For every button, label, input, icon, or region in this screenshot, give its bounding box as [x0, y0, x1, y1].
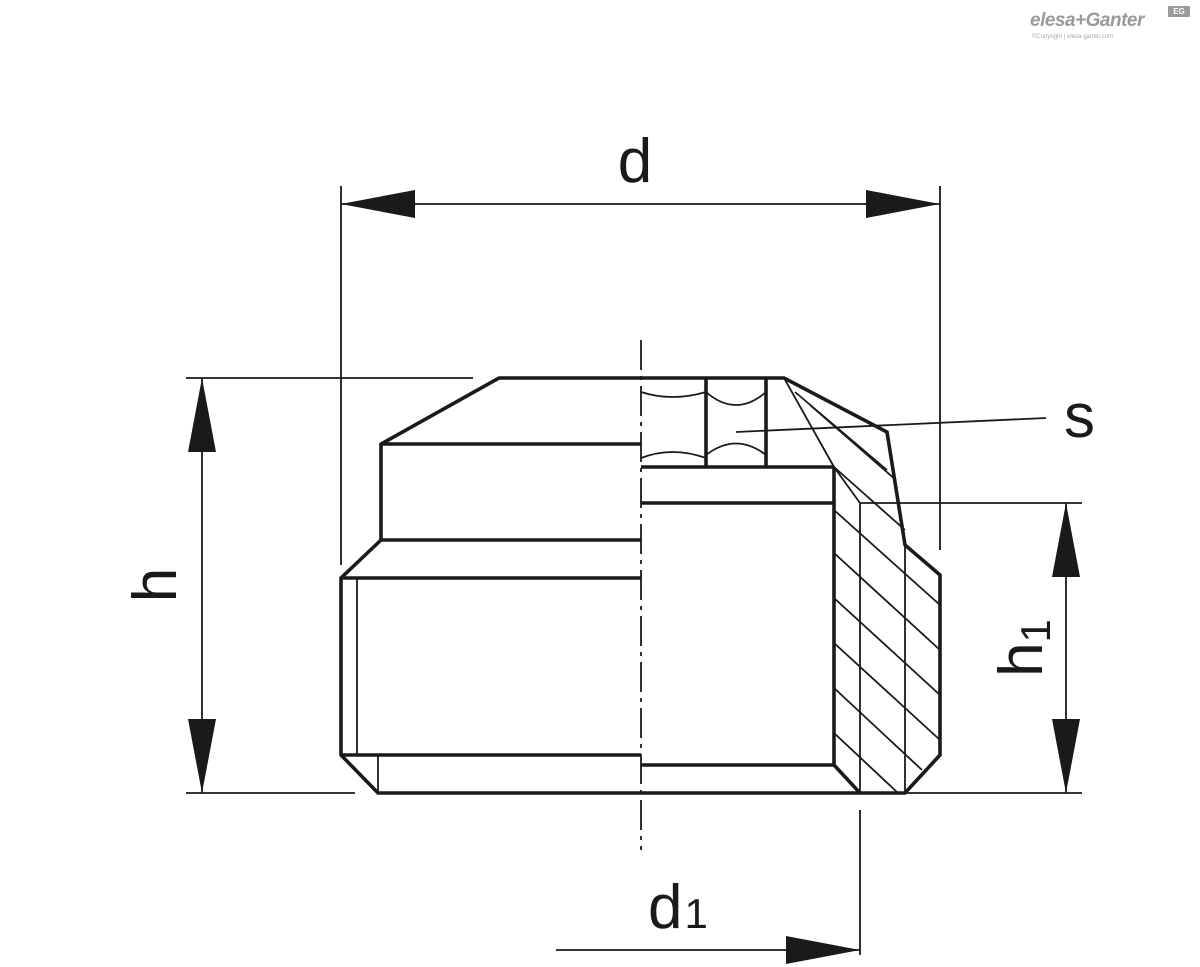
label-h1-base: h [987, 642, 1056, 676]
part-outline [339, 376, 942, 795]
label-h1: h1 [987, 619, 1059, 677]
label-d1-base: d [648, 873, 682, 942]
dimension-h1: h1 [987, 503, 1080, 793]
arrow-up [188, 378, 216, 452]
dimension-d: d [341, 127, 940, 218]
arrow-down [1052, 719, 1080, 793]
label-s: s [1064, 382, 1095, 451]
arrow-up [1052, 503, 1080, 577]
arrow-down [188, 719, 216, 793]
extension-lines [186, 186, 1082, 955]
label-h: h [121, 568, 190, 602]
arrow-right [866, 190, 940, 218]
label-h1-sub: 1 [1012, 619, 1059, 642]
label-d1: d1 [648, 873, 708, 942]
section-hatching [794, 391, 941, 794]
brand-logo: elesa+Ganter EG ©Copyright | elesa-gante… [1030, 6, 1195, 46]
arrow-left [341, 190, 415, 218]
dimension-d1: d1 [556, 873, 860, 964]
logo-badge: EG [1168, 6, 1190, 17]
dimension-s: s [1064, 382, 1095, 451]
logo-copyright: ©Copyright | elesa-ganter.com [1032, 34, 1114, 40]
label-d1-sub: 1 [684, 890, 707, 937]
logo-wordmark: elesa+Ganter [1030, 10, 1144, 31]
arrow-right [786, 936, 860, 964]
label-d: d [618, 127, 652, 196]
dimension-h: h [121, 378, 216, 793]
